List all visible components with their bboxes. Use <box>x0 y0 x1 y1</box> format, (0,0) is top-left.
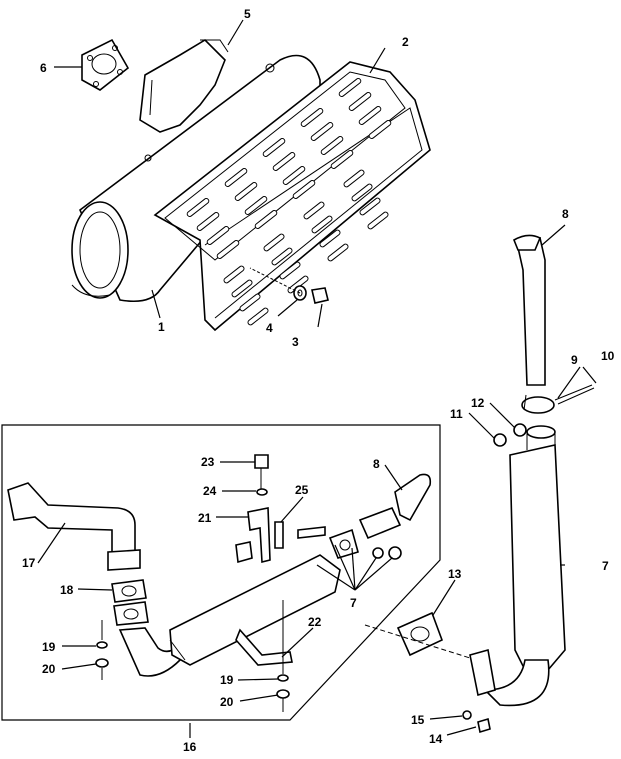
nut-part-19-a <box>96 641 108 649</box>
heat-shield-slot <box>216 240 240 259</box>
callout-23: 23 <box>201 455 215 469</box>
exhaust-outlet-part-8-inset <box>358 473 432 540</box>
hanger-part-22 <box>235 628 293 666</box>
heat-shield-slots <box>186 78 392 326</box>
callout-7-right: 7 <box>602 559 609 573</box>
washer-part-15 <box>462 710 472 720</box>
callout-22: 22 <box>308 615 322 629</box>
washer-part-24 <box>256 488 268 496</box>
heat-shield-slot <box>320 136 344 155</box>
callout-19-b: 19 <box>220 673 234 687</box>
vertical-muffler-part-7 <box>509 425 566 671</box>
callout-15: 15 <box>411 713 425 727</box>
gasket-part-13 <box>396 611 444 657</box>
heat-shield-slot <box>319 229 341 248</box>
heat-shield-slot <box>368 120 392 139</box>
inset-muffler <box>113 554 341 677</box>
nut-part-19-b <box>277 674 289 682</box>
callout-24: 24 <box>203 484 217 498</box>
callout-12: 12 <box>471 396 485 410</box>
callout-11: 11 <box>450 407 463 421</box>
callout-16: 16 <box>183 740 197 754</box>
heat-shield-slot <box>279 261 301 280</box>
callout-9: 9 <box>571 353 578 367</box>
gasket-part-6 <box>81 38 130 91</box>
heat-shield-slot <box>330 150 354 169</box>
heat-shield-slot <box>272 152 296 171</box>
callout-5: 5 <box>244 7 251 21</box>
bolt-part-23 <box>254 454 269 490</box>
heat-shield-slot <box>206 226 230 245</box>
heat-shield-slot <box>358 106 382 125</box>
bolt-part-25 <box>274 521 284 549</box>
heat-shield-slot <box>282 166 306 185</box>
callout-25: 25 <box>295 483 309 497</box>
heat-shield-slot <box>223 265 245 284</box>
callout-3: 3 <box>292 335 299 349</box>
nut-part-11 <box>493 433 507 447</box>
heat-shield-slot <box>263 233 285 252</box>
washer-part-20-a <box>95 658 109 668</box>
clamp-part-9 <box>521 394 555 414</box>
heat-shield-slot <box>303 201 325 220</box>
hanger-part-21 <box>235 507 271 564</box>
callout-20-b: 20 <box>220 695 234 709</box>
heat-shield-slot <box>231 279 253 298</box>
callout-17: 17 <box>22 556 36 570</box>
heat-shield-slot <box>367 211 389 230</box>
heat-shield-slot <box>186 198 210 217</box>
gasket-part-18 <box>111 579 147 603</box>
heat-shield-slot <box>254 210 278 229</box>
callout-13: 13 <box>448 567 462 581</box>
callout-7-inset: 7 <box>350 596 357 610</box>
heat-shield-slot <box>311 215 333 234</box>
heat-shield-slot <box>338 78 362 97</box>
heat-shield-slot <box>348 92 372 111</box>
exhaust-pipe-part-17 <box>7 482 141 571</box>
callout-4: 4 <box>266 321 273 335</box>
leader-lines <box>37 19 597 738</box>
callout-1: 1 <box>158 320 165 334</box>
heat-shield-slot <box>343 169 365 188</box>
heat-shield-slot <box>351 183 373 202</box>
heat-shield-slot <box>359 197 381 216</box>
callout-10: 10 <box>601 349 615 363</box>
nut-part-12 <box>513 423 527 437</box>
heat-shield-slot <box>310 122 334 141</box>
callout-18: 18 <box>60 583 74 597</box>
heat-shield-slot <box>196 212 220 231</box>
callout-6: 6 <box>40 61 47 75</box>
exhaust-outlet-part-8-top <box>512 234 546 386</box>
muffler-elbow <box>139 38 229 133</box>
heat-shield-slot <box>327 243 349 262</box>
washer-part-20-b <box>276 689 290 699</box>
inset-kit-part-16 <box>1 424 441 721</box>
heat-shield-slot <box>292 180 316 199</box>
heat-shield-slot <box>300 108 324 127</box>
callout-8-inset: 8 <box>373 457 380 471</box>
heat-shield-slot <box>234 182 258 201</box>
bolt-part-14 <box>477 717 491 734</box>
elbow-pipe-right <box>469 648 550 707</box>
heat-shield-slot <box>239 293 261 312</box>
callout-labels: 1 2 3 4 5 6 7 7 8 8 9 10 11 12 13 14 15 … <box>22 7 615 754</box>
callout-2: 2 <box>402 35 409 49</box>
callout-8-top: 8 <box>562 207 569 221</box>
callout-21: 21 <box>198 511 212 525</box>
heat-shield-slot <box>224 168 248 187</box>
heat-shield-slot <box>262 138 286 157</box>
callout-20-a: 20 <box>42 662 56 676</box>
callout-14: 14 <box>429 732 443 746</box>
inset-clamp-hardware <box>297 526 402 560</box>
heat-shield-slot <box>271 247 293 266</box>
bolt-part-3 <box>311 287 329 304</box>
muffler-part-1 <box>71 54 321 303</box>
heat-shield-part-2 <box>153 61 431 332</box>
heat-shield-slot <box>247 307 269 326</box>
callout-19-a: 19 <box>42 640 56 654</box>
bolt-part-10 <box>554 384 595 405</box>
heat-shield-slot <box>244 196 268 215</box>
